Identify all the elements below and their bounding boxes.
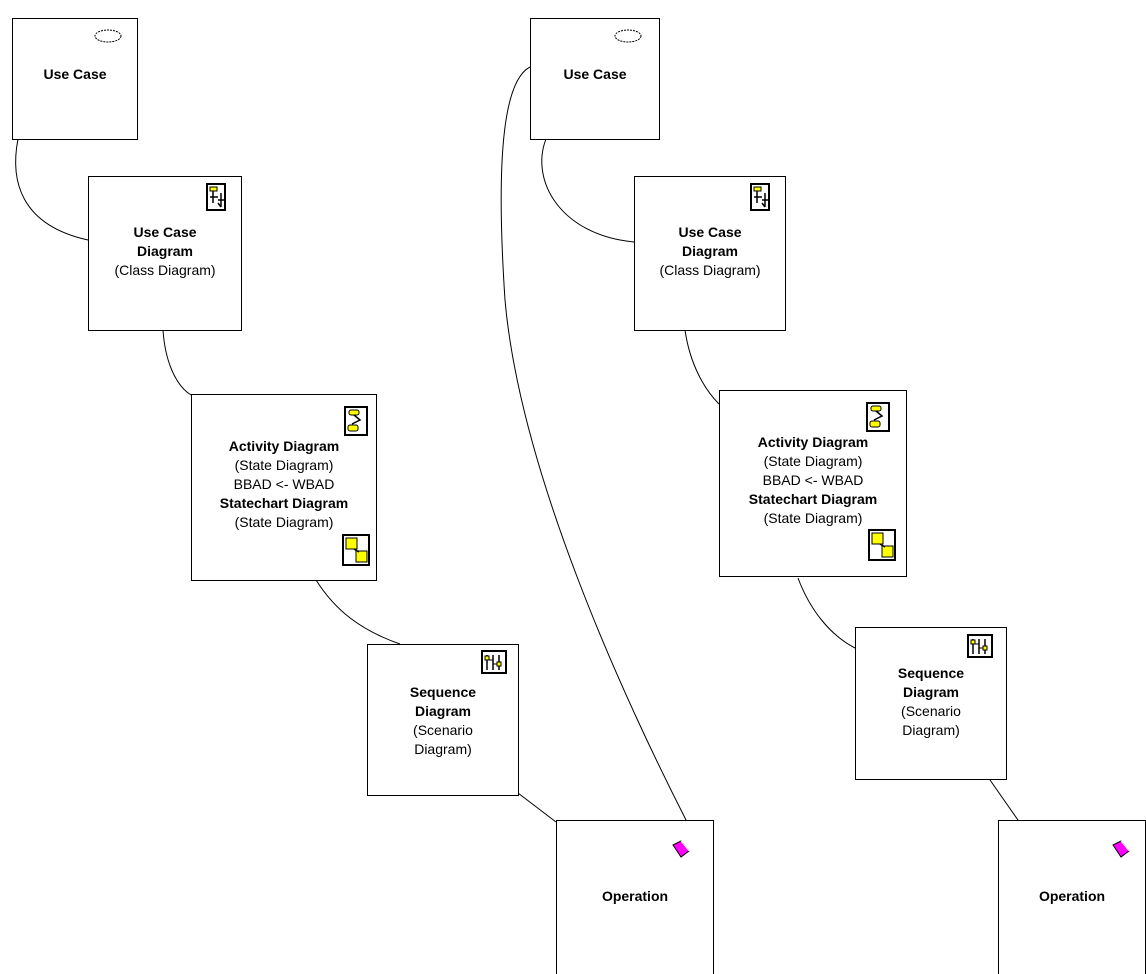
sequence-subtitle-line1: (Scenario (901, 703, 961, 719)
statechart-title: Statechart Diagram (219, 495, 349, 511)
sequence-subtitle-line1: (Scenario (413, 722, 473, 738)
use-case-title: Use Case (563, 66, 627, 82)
connector-sequence-operation-left (517, 792, 557, 823)
statechart-diagram-icon (342, 534, 370, 566)
ucd-title-line2: Diagram (681, 243, 739, 259)
activity-note: BBAD <- WBAD (233, 476, 335, 492)
statechart-subtitle: (State Diagram) (234, 514, 334, 530)
sequence-title-line2: Diagram (414, 703, 472, 719)
sequence-diagram-icon (967, 634, 993, 658)
class-diagram-icon (750, 183, 770, 211)
use-case-ellipse-icon (614, 29, 642, 43)
activity-note: BBAD <- WBAD (762, 472, 864, 488)
activity-diagram-node[interactable]: Activity Diagram (State Diagram) BBAD <-… (191, 394, 377, 581)
ucd-subtitle: (Class Diagram) (114, 262, 216, 278)
sequence-diagram-node[interactable]: Sequence Diagram (Scenario Diagram) (855, 627, 1007, 780)
activity-diagram-icon (866, 402, 890, 432)
sequence-diagram-node[interactable]: Sequence Diagram (Scenario Diagram) (367, 644, 519, 796)
connector-usecase-ucd-left (15, 138, 89, 241)
connector-ucd-activity-left (162, 329, 192, 396)
sequence-title-line1: Sequence (897, 665, 965, 681)
operation-title: Operation (1038, 888, 1106, 904)
operation-icon (1112, 840, 1130, 858)
activity-diagram-node[interactable]: Activity Diagram (State Diagram) BBAD <-… (719, 390, 907, 577)
class-diagram-icon (206, 183, 226, 211)
ucd-title-line2: Diagram (136, 243, 194, 259)
statechart-title: Statechart Diagram (748, 491, 878, 507)
connector-usecase-ucd-right (541, 138, 635, 243)
use-case-ellipse-icon (94, 29, 122, 43)
operation-node[interactable]: Operation (556, 820, 714, 974)
operation-icon (672, 840, 690, 858)
sequence-diagram-icon (481, 650, 507, 674)
connector-activity-sequence-left (315, 579, 401, 645)
use-case-diagram-node[interactable]: Use Case Diagram (Class Diagram) (634, 176, 786, 331)
activity-diagram-icon (344, 406, 368, 436)
connector-activity-sequence-right (797, 577, 856, 649)
connector-sequence-operation-right (989, 779, 1019, 821)
use-case-node[interactable]: Use Case (530, 18, 660, 140)
connector-ucd-activity-right (684, 329, 720, 405)
ucd-subtitle: (Class Diagram) (659, 262, 761, 278)
ucd-title-line1: Use Case (678, 224, 742, 240)
statechart-subtitle: (State Diagram) (763, 510, 863, 526)
sequence-title-line1: Sequence (409, 684, 477, 700)
operation-title: Operation (601, 888, 669, 904)
connector-usecase-operation-right (500, 66, 687, 821)
sequence-title-line2: Diagram (902, 684, 960, 700)
use-case-node[interactable]: Use Case (12, 18, 138, 140)
activity-subtitle: (State Diagram) (763, 453, 863, 469)
ucd-title-line1: Use Case (133, 224, 197, 240)
activity-subtitle: (State Diagram) (234, 457, 334, 473)
activity-title: Activity Diagram (228, 438, 340, 454)
use-case-diagram-node[interactable]: Use Case Diagram (Class Diagram) (88, 176, 242, 331)
sequence-subtitle-line2: Diagram) (414, 741, 472, 757)
use-case-title: Use Case (43, 66, 107, 82)
statechart-diagram-icon (868, 529, 896, 561)
sequence-subtitle-line2: Diagram) (902, 722, 960, 738)
activity-title: Activity Diagram (757, 434, 869, 450)
operation-node[interactable]: Operation (998, 820, 1146, 974)
